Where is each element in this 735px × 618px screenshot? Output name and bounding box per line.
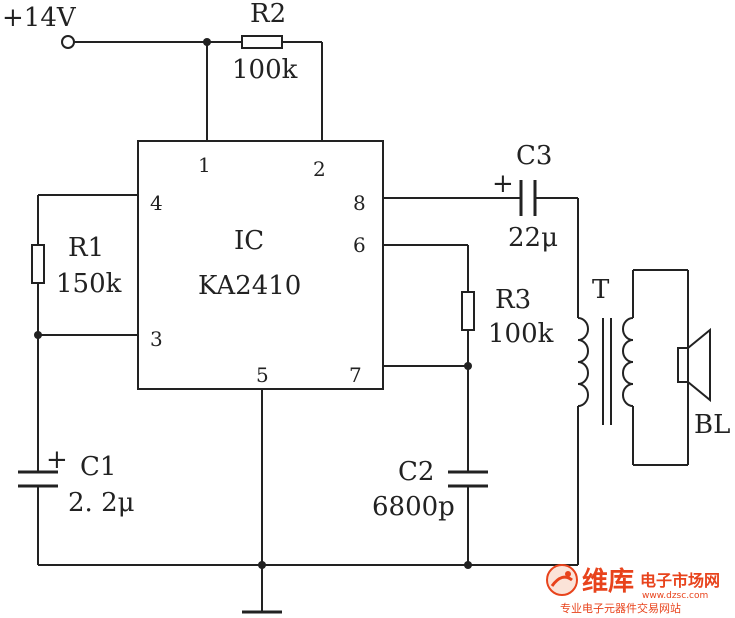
resistor-r3 bbox=[461, 291, 475, 331]
capacitor-c3 bbox=[519, 180, 537, 216]
resistor-r2 bbox=[241, 35, 283, 49]
r2-name: R2 bbox=[250, 0, 286, 29]
supply-label: +14V bbox=[2, 3, 77, 33]
watermark-slogan: 专业电子元器件交易网站 bbox=[560, 601, 681, 615]
ic-pin-5: 5 bbox=[256, 363, 269, 387]
r3-value: 100k bbox=[488, 319, 554, 349]
c1-name: C1 bbox=[80, 452, 116, 482]
watermark-site: 电子市场网 bbox=[640, 571, 720, 590]
c1-polarity: + bbox=[46, 445, 68, 475]
supply-terminal bbox=[61, 35, 75, 49]
t-name: T bbox=[592, 275, 610, 305]
ic-pin-4: 4 bbox=[150, 191, 163, 215]
c3-value: 22μ bbox=[508, 223, 558, 253]
ic-pin-8: 8 bbox=[353, 191, 366, 215]
ic-ka2410 bbox=[137, 140, 384, 390]
speaker-wiring bbox=[632, 269, 689, 466]
capacitor-c1 bbox=[18, 470, 58, 488]
r1-value: 150k bbox=[56, 269, 122, 299]
r1-name: R1 bbox=[68, 233, 104, 263]
c3-polarity: + bbox=[492, 169, 514, 199]
ic-model: KA2410 bbox=[198, 271, 301, 301]
c3-name: C3 bbox=[516, 141, 552, 171]
c2-name: C2 bbox=[398, 457, 434, 487]
ic-pin-1: 1 bbox=[198, 153, 211, 177]
ic-pin-3: 3 bbox=[150, 327, 163, 351]
right-wiring bbox=[383, 244, 472, 565]
ic-pin-7: 7 bbox=[349, 363, 362, 387]
r3-name: R3 bbox=[495, 285, 531, 315]
c2-value: 6800p bbox=[372, 492, 455, 522]
capacitor-c2 bbox=[448, 470, 488, 488]
transformer-t bbox=[577, 317, 634, 425]
watermark-brand: 维库 bbox=[582, 566, 634, 597]
ic-pin-6: 6 bbox=[353, 233, 366, 257]
supply-wiring bbox=[74, 38, 323, 141]
output-wiring bbox=[383, 197, 579, 565]
c1-value: 2. 2μ bbox=[68, 488, 135, 518]
ic-pin-2: 2 bbox=[313, 157, 326, 181]
bl-name: BL bbox=[694, 410, 730, 440]
r2-value: 100k bbox=[232, 55, 298, 85]
watermark-url: www.dzsc.com bbox=[642, 591, 708, 601]
ic-name: IC bbox=[234, 226, 264, 256]
speaker-bl bbox=[677, 327, 711, 403]
left-wiring bbox=[34, 194, 138, 565]
watermark-logo bbox=[546, 564, 578, 596]
resistor-r1 bbox=[31, 244, 45, 284]
